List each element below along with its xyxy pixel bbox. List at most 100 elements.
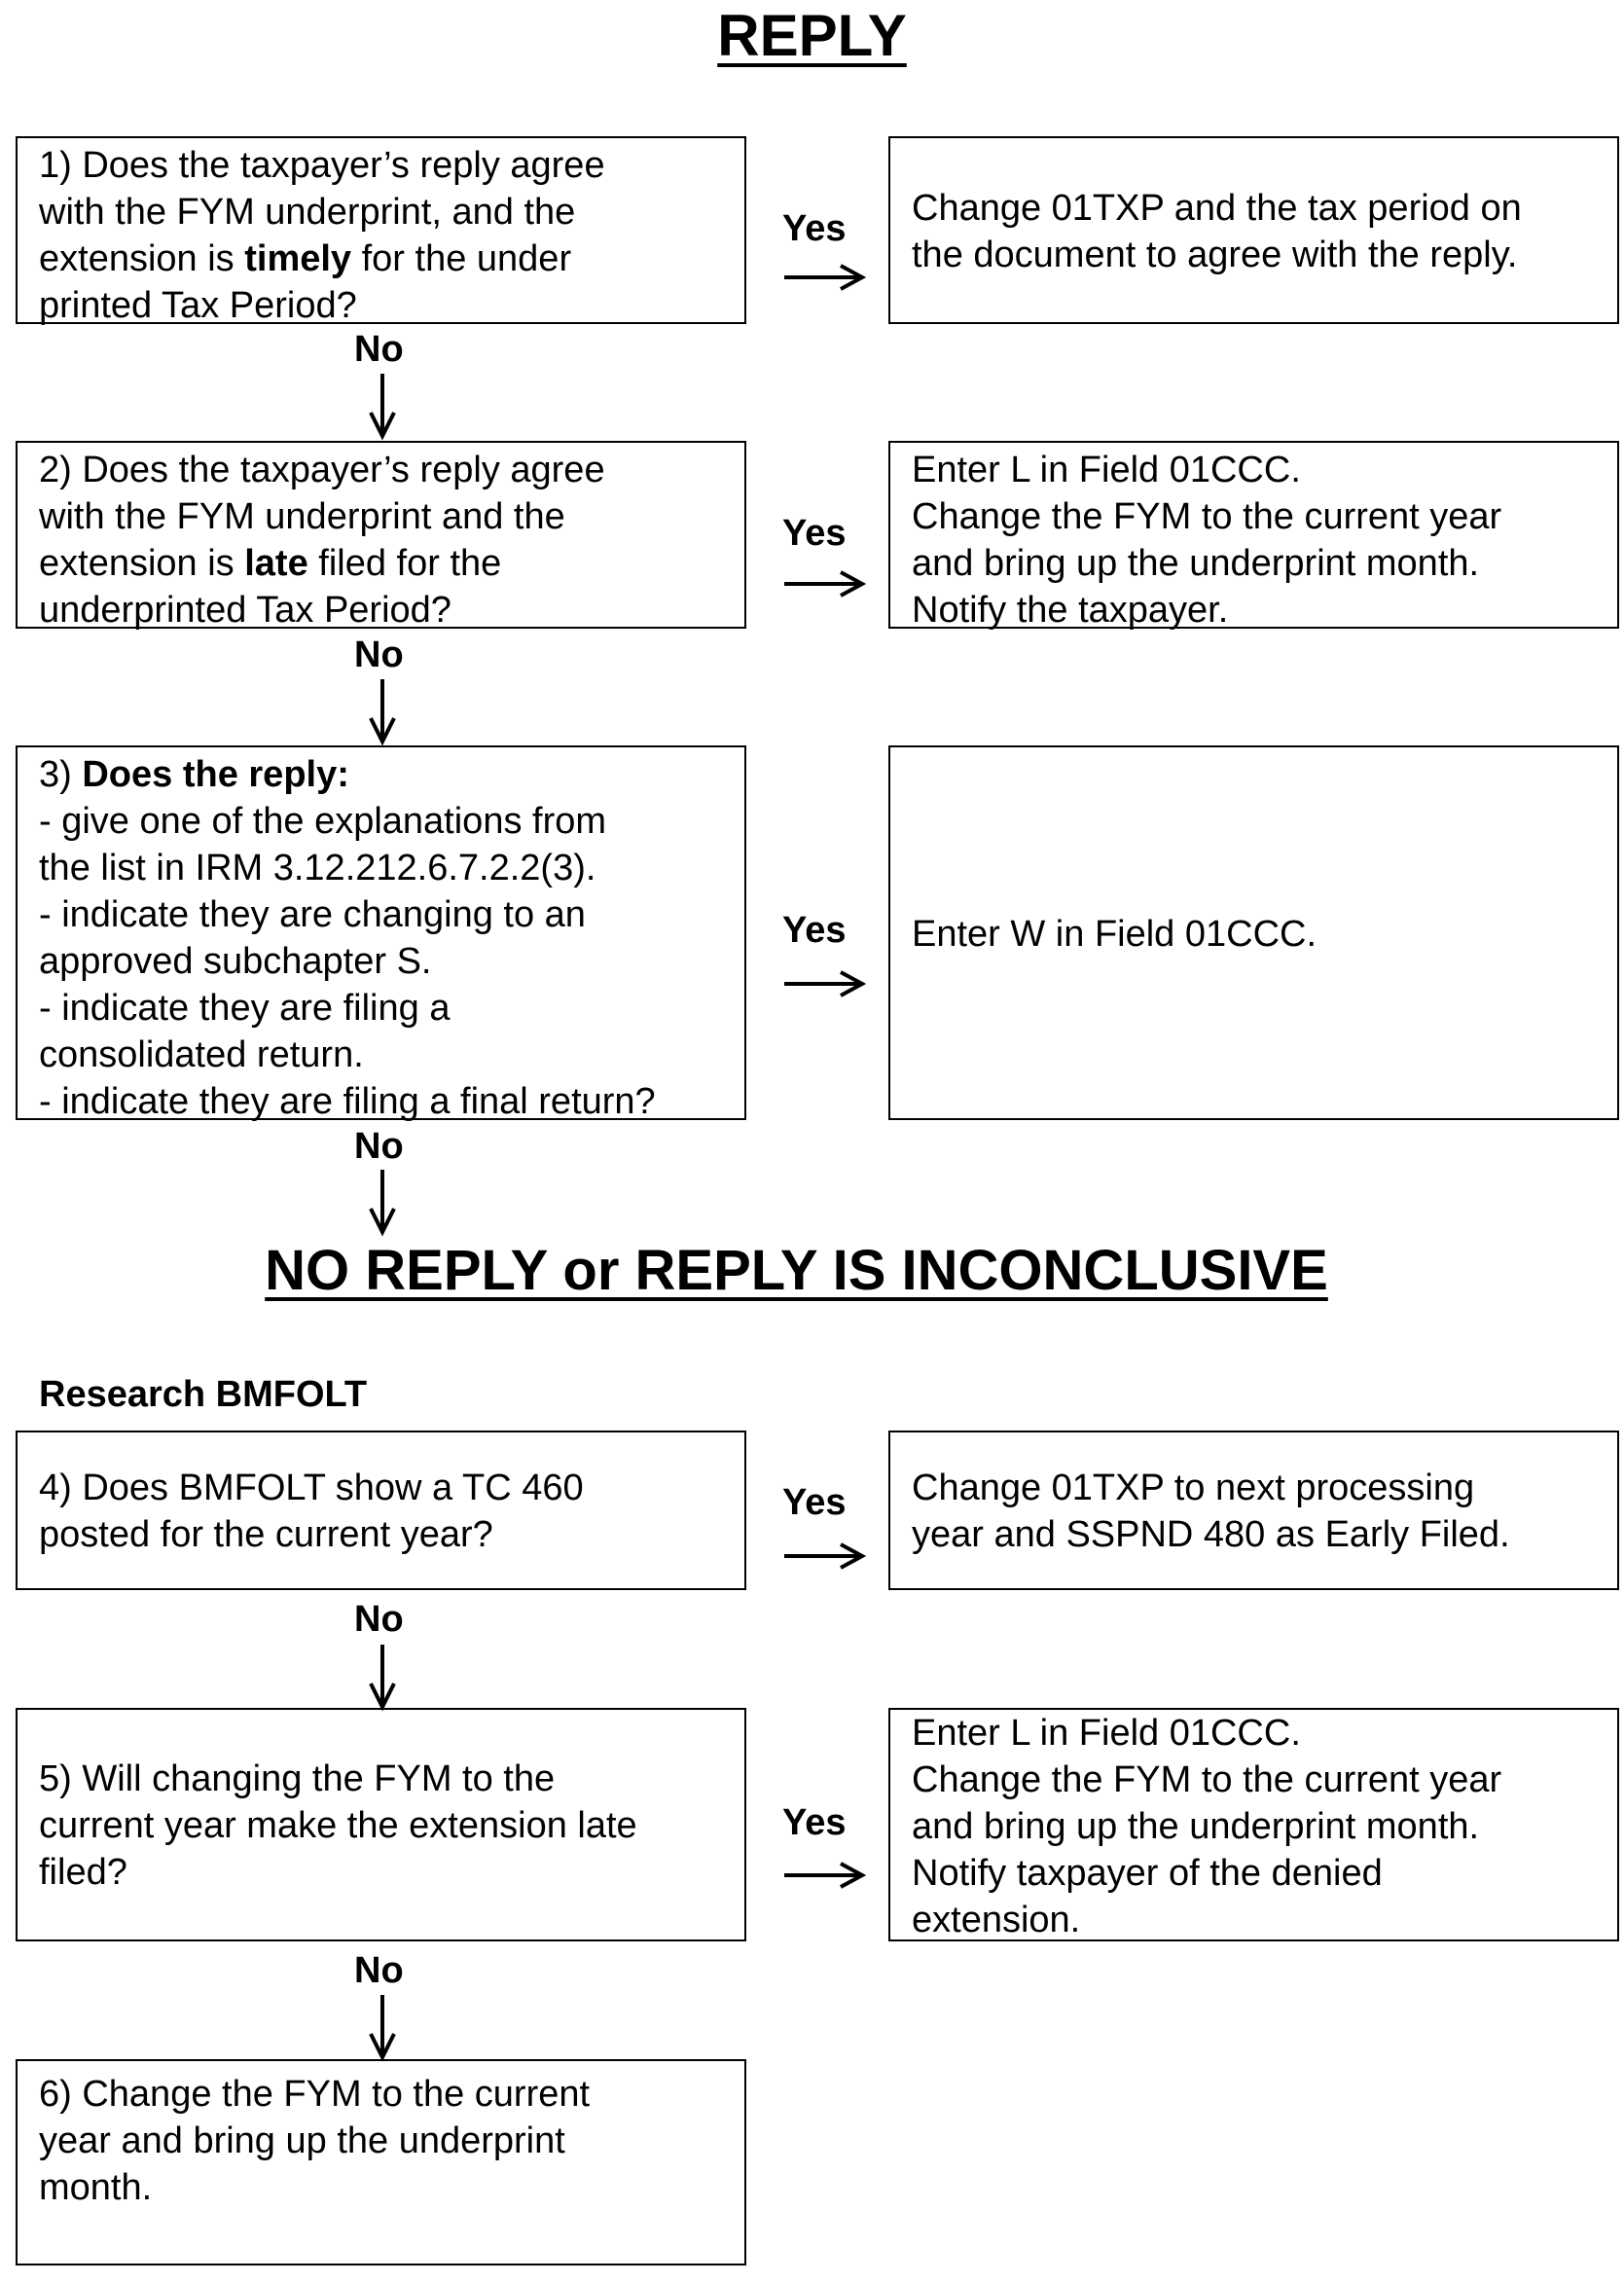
step-1-question: 1) Does the taxpayer’s reply agree with t… bbox=[16, 136, 746, 326]
text-segment: and bring up the underprint month. bbox=[912, 1806, 1480, 1847]
text-line: printed Tax Period? bbox=[39, 282, 723, 329]
text-segment: Enter L in Field 01CCC. bbox=[912, 450, 1301, 490]
step-5-action: Enter L in Field 01CCC. Change the FYM to… bbox=[888, 1708, 1619, 1941]
step-1-action: Change 01TXP and the tax period on the do… bbox=[888, 136, 1619, 324]
text-segment: Change 01TXP to next processing bbox=[912, 1468, 1475, 1508]
no-reply-heading: NO REPLY or REPLY IS INCONCLUSIVE bbox=[265, 1239, 1328, 1302]
right-arrow-icon bbox=[784, 570, 867, 598]
right-arrow-icon bbox=[784, 1542, 867, 1570]
text-line: Change 01TXP to next processing bbox=[912, 1465, 1596, 1511]
text-segment: for the under bbox=[351, 238, 572, 279]
yes-label-4: Yes bbox=[782, 1482, 847, 1523]
right-arrow-icon bbox=[784, 1862, 867, 1889]
right-arrow-icon bbox=[784, 264, 867, 291]
text-segment: 5) Will changing the FYM to the bbox=[39, 1758, 556, 1799]
bold-text: Does the reply: bbox=[82, 754, 349, 795]
text-line: Change the FYM to the current year bbox=[912, 493, 1596, 540]
text-segment: underprinted Tax Period? bbox=[39, 590, 451, 631]
text-line: - indicate they are filing a bbox=[39, 985, 723, 1032]
text-line: 4) Does BMFOLT show a TC 460 bbox=[39, 1465, 723, 1511]
text-segment: year and bring up the underprint bbox=[39, 2120, 565, 2161]
text-line: approved subchapter S. bbox=[39, 938, 723, 985]
right-arrow-icon bbox=[784, 970, 867, 997]
yes-label-1: Yes bbox=[782, 208, 847, 249]
text-segment: - give one of the explanations from bbox=[39, 801, 607, 842]
text-segment: posted for the current year? bbox=[39, 1514, 493, 1555]
step-3-question: 3) Does the reply:- give one of the expl… bbox=[16, 745, 746, 1122]
text-line: 6) Change the FYM to the current bbox=[39, 2071, 723, 2118]
no-label-4: No bbox=[354, 1599, 404, 1640]
text-segment: printed Tax Period? bbox=[39, 285, 357, 326]
text-segment: 2) Does the taxpayer’s reply agree bbox=[39, 450, 605, 490]
text-line: consolidated return. bbox=[39, 1032, 723, 1078]
text-line: Notify taxpayer of the denied bbox=[912, 1850, 1596, 1897]
text-segment: the document to agree with the reply. bbox=[912, 234, 1518, 275]
text-line: filed? bbox=[39, 1849, 723, 1896]
text-line: 3) Does the reply: bbox=[39, 751, 723, 798]
text-segment: extension is bbox=[39, 543, 245, 584]
text-line: with the FYM underprint and the bbox=[39, 493, 723, 540]
text-segment: Enter L in Field 01CCC. bbox=[912, 1713, 1301, 1754]
text-line: Notify the taxpayer. bbox=[912, 587, 1596, 634]
text-line: extension is late filed for the bbox=[39, 540, 723, 587]
text-segment: month. bbox=[39, 2167, 153, 2208]
text-line: - give one of the explanations from bbox=[39, 798, 723, 845]
yes-label-3: Yes bbox=[782, 910, 847, 951]
no-label-1: No bbox=[354, 329, 404, 370]
text-line: Enter W in Field 01CCC. bbox=[912, 911, 1596, 958]
text-segment: consolidated return. bbox=[39, 1034, 364, 1075]
text-line: - indicate they are filing a final retur… bbox=[39, 1078, 723, 1125]
text-segment: - indicate they are filing a bbox=[39, 988, 451, 1029]
text-segment: Change 01TXP and the tax period on bbox=[912, 187, 1522, 229]
yes-label-5: Yes bbox=[782, 1802, 847, 1843]
text-segment: approved subchapter S. bbox=[39, 941, 432, 982]
text-segment: Enter W in Field 01CCC. bbox=[912, 913, 1317, 955]
bold-text: late bbox=[244, 543, 308, 584]
text-segment: extension. bbox=[912, 1900, 1081, 1940]
text-segment: the list in IRM 3.12.212.6.7.2.2(3). bbox=[39, 848, 596, 888]
text-segment: 3) bbox=[39, 754, 83, 795]
text-segment: current year make the extension late bbox=[39, 1805, 637, 1846]
text-segment: Change the FYM to the current year bbox=[912, 496, 1502, 537]
text-line: Change 01TXP and the tax period on bbox=[912, 185, 1596, 232]
text-line: Enter L in Field 01CCC. bbox=[912, 447, 1596, 493]
text-segment: with the FYM underprint, and the bbox=[39, 192, 576, 233]
text-line: with the FYM underprint, and the bbox=[39, 189, 723, 236]
text-line: - indicate they are changing to an bbox=[39, 891, 723, 938]
text-line: extension. bbox=[912, 1897, 1596, 1943]
text-line: the document to agree with the reply. bbox=[912, 232, 1596, 278]
no-label-5: No bbox=[354, 1950, 404, 1991]
text-line: month. bbox=[39, 2164, 723, 2211]
text-line: 2) Does the taxpayer’s reply agree bbox=[39, 447, 723, 493]
step-2-action: Enter L in Field 01CCC. Change the FYM to… bbox=[888, 441, 1619, 631]
down-arrow-icon bbox=[369, 1645, 396, 1712]
step-5-question: 5) Will changing the FYM to the current y… bbox=[16, 1708, 746, 1941]
text-line: 1) Does the taxpayer’s reply agree bbox=[39, 142, 723, 189]
text-line: and bring up the underprint month. bbox=[912, 1803, 1596, 1850]
step-4-question: 4) Does BMFOLT show a TC 460 posted for t… bbox=[16, 1431, 746, 1590]
text-line: Enter L in Field 01CCC. bbox=[912, 1710, 1596, 1757]
text-line: current year make the extension late bbox=[39, 1802, 723, 1849]
yes-label-2: Yes bbox=[782, 513, 847, 554]
text-segment: and bring up the underprint month. bbox=[912, 543, 1480, 584]
bold-text: timely bbox=[244, 238, 352, 279]
text-segment: Change the FYM to the current year bbox=[912, 1759, 1502, 1800]
reply-heading: REPLY bbox=[717, 3, 907, 68]
text-segment: 1) Does the taxpayer’s reply agree bbox=[39, 145, 605, 186]
text-line: Change the FYM to the current year bbox=[912, 1757, 1596, 1803]
text-segment: 4) Does BMFOLT show a TC 460 bbox=[39, 1468, 584, 1508]
down-arrow-icon bbox=[369, 1170, 396, 1237]
text-segment: Notify taxpayer of the denied bbox=[912, 1853, 1383, 1894]
text-segment: - indicate they are filing a final retur… bbox=[39, 1081, 656, 1122]
research-bmfolt-label: Research BMFOLT bbox=[39, 1374, 368, 1415]
down-arrow-icon bbox=[369, 1995, 396, 2062]
text-line: underprinted Tax Period? bbox=[39, 587, 723, 634]
text-line: posted for the current year? bbox=[39, 1511, 723, 1558]
text-line: 5) Will changing the FYM to the bbox=[39, 1756, 723, 1802]
text-segment: - indicate they are changing to an bbox=[39, 894, 586, 935]
text-segment: filed? bbox=[39, 1852, 127, 1893]
